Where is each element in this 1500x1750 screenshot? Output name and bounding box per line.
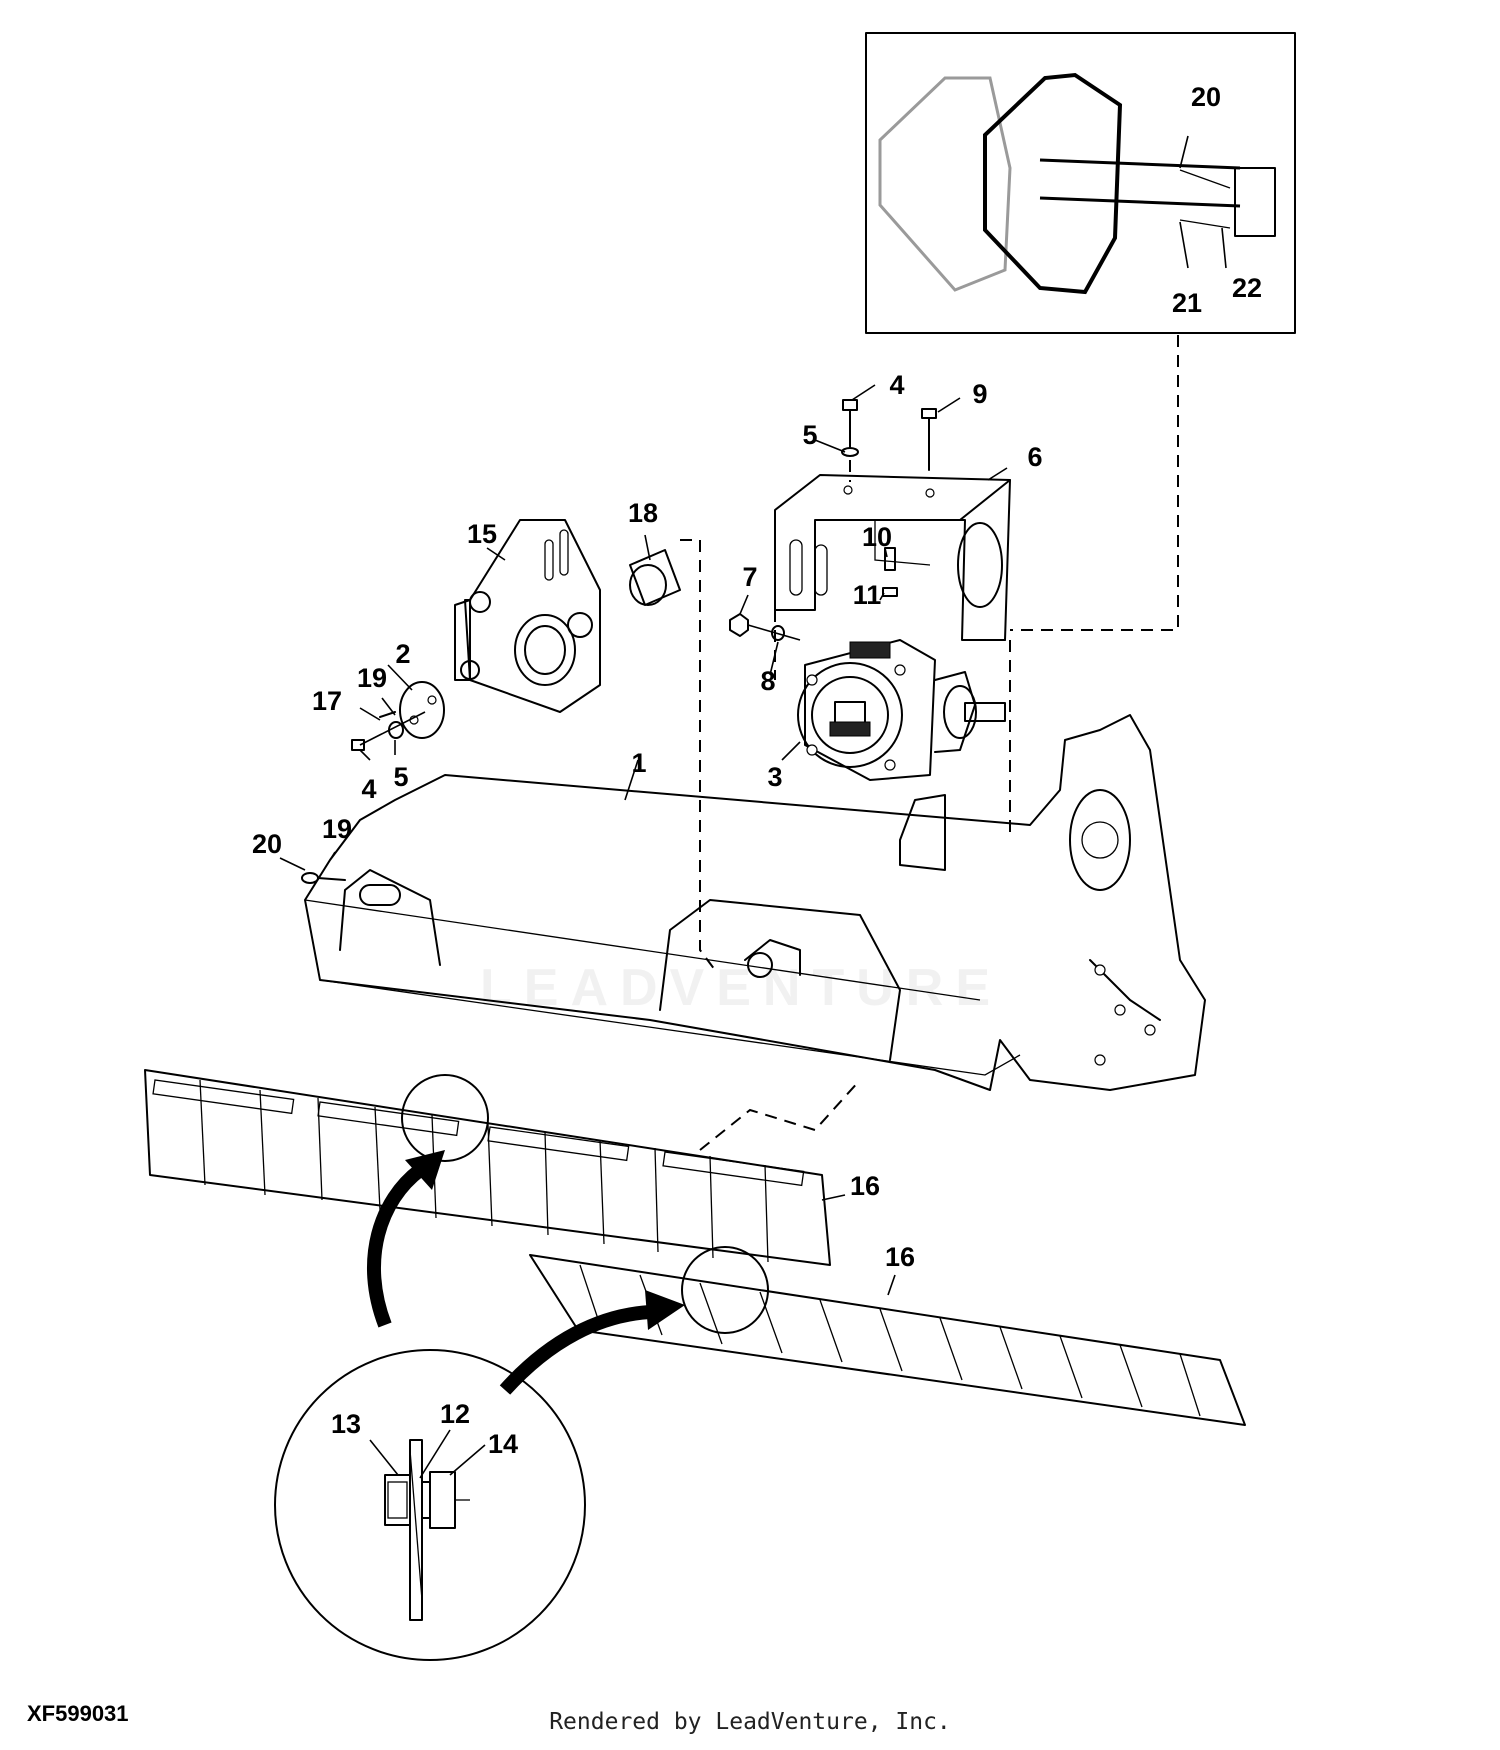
inset-link-dash bbox=[1010, 335, 1179, 631]
callout-10: 10 bbox=[862, 522, 892, 552]
callout-18: 18 bbox=[628, 498, 658, 528]
bushing-18 bbox=[629, 549, 681, 606]
detail-circle-lower bbox=[681, 1246, 769, 1334]
rubber-flap-upper bbox=[144, 1069, 831, 1266]
bushing-dash bbox=[680, 539, 716, 971]
bolt-detail-12-13-14 bbox=[369, 1429, 486, 1621]
callout-6: 6 bbox=[1027, 442, 1042, 472]
leadventure-watermark: LEADVENTURE bbox=[480, 959, 1003, 1017]
callout-2: 2 bbox=[395, 639, 410, 669]
bolt-10-11 bbox=[882, 547, 898, 597]
nut-7-washer-8 bbox=[729, 613, 801, 641]
callout-labels: 1 2 3 4 4 5 5 6 7 8 9 10 11 12 13 14 15 … bbox=[252, 82, 1262, 1459]
inset-detail-box bbox=[865, 32, 1296, 334]
inset-hex-gray bbox=[878, 76, 1012, 292]
fittings-20-19-left bbox=[301, 872, 346, 884]
arrow-to-upper-circle bbox=[367, 1164, 425, 1328]
callout-16-lower: 16 bbox=[885, 1242, 915, 1272]
bearing-housing bbox=[454, 519, 601, 713]
figure-id: XF599031 bbox=[27, 1701, 129, 1726]
gearbox-bracket bbox=[774, 474, 1011, 641]
callout-4-top: 4 bbox=[889, 370, 904, 400]
flap-link-dash bbox=[699, 1079, 861, 1151]
arrow-to-lower-circle bbox=[499, 1305, 651, 1395]
callout-17: 17 bbox=[312, 686, 342, 716]
gearbox bbox=[797, 639, 1006, 781]
callout-9: 9 bbox=[972, 379, 987, 409]
callout-1: 1 bbox=[631, 748, 646, 778]
main-frame bbox=[304, 714, 1206, 1091]
bolt-4-top bbox=[841, 399, 859, 482]
callout-5-left: 5 bbox=[393, 762, 408, 792]
render-credit: Rendered by LeadVenture, Inc. bbox=[549, 1709, 951, 1735]
callout-14: 14 bbox=[488, 1429, 518, 1459]
callout-22: 22 bbox=[1232, 273, 1262, 303]
callout-16-upper: 16 bbox=[850, 1171, 880, 1201]
detail-magnifier-circle bbox=[274, 1349, 586, 1661]
callout-4-left: 4 bbox=[361, 774, 376, 804]
inset-hex-black bbox=[983, 72, 1123, 295]
callout-5-top: 5 bbox=[802, 420, 817, 450]
callout-11: 11 bbox=[853, 580, 882, 610]
callout-8: 8 bbox=[760, 666, 775, 696]
rubber-flap-lower bbox=[529, 1254, 1246, 1426]
callout-20-left: 20 bbox=[252, 829, 282, 859]
callout-19-upper: 19 bbox=[357, 663, 387, 693]
callout-15: 15 bbox=[467, 519, 497, 549]
callout-3: 3 bbox=[767, 762, 782, 792]
leader-lines bbox=[279, 384, 1008, 1296]
detail-circle-upper bbox=[401, 1074, 489, 1162]
callout-19-lower: 19 bbox=[322, 814, 352, 844]
callout-21: 21 bbox=[1172, 288, 1202, 318]
callout-20-inset: 20 bbox=[1191, 82, 1221, 112]
bolt-9 bbox=[921, 408, 937, 471]
callout-12: 12 bbox=[440, 1399, 470, 1429]
flange-2 bbox=[351, 681, 445, 751]
callout-7: 7 bbox=[742, 562, 757, 592]
callout-13: 13 bbox=[331, 1409, 361, 1439]
